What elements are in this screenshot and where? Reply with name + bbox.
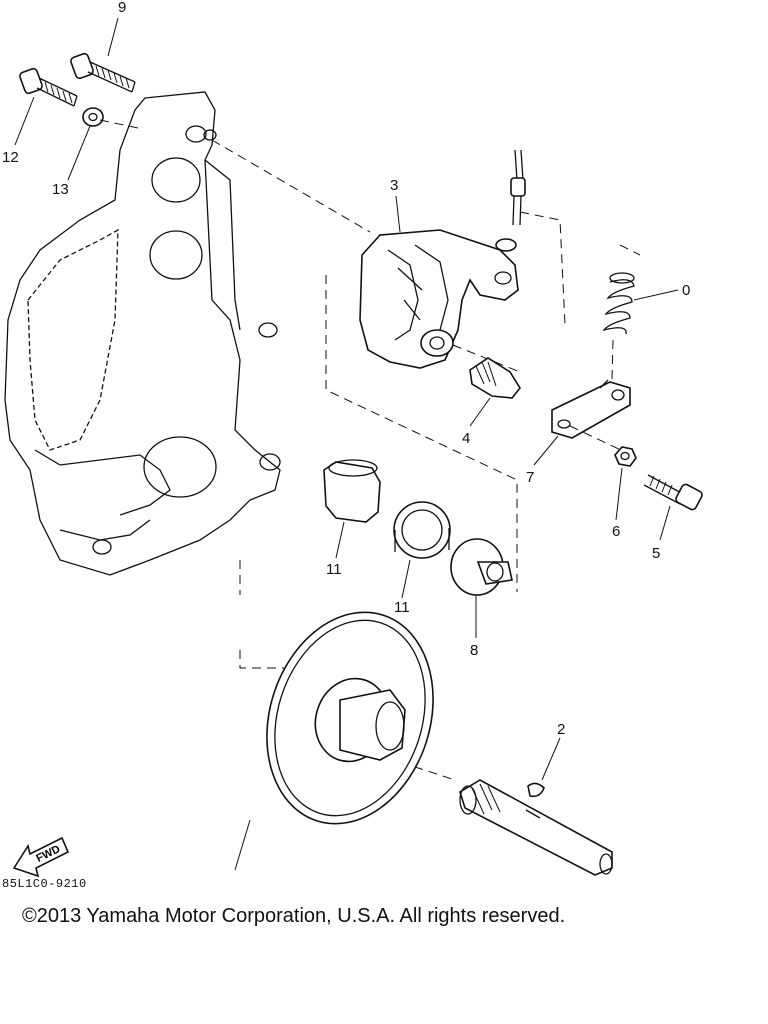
nut-6	[614, 446, 637, 467]
callout-2: 2	[557, 721, 565, 738]
parts-diagram: FWD 9 12 13 3 0 4 7 6 5 11 11 8 2	[2, 0, 703, 878]
dash-lever-nut	[569, 425, 626, 453]
ring-11b	[393, 501, 451, 559]
callout-11b: 11	[394, 599, 410, 616]
callouts: 9 12 13 3 0 4 7 6 5 11 11 8 2	[2, 0, 690, 738]
adjuster-4	[469, 357, 521, 399]
diagram-reference-code: 85L1C0-9210	[2, 877, 87, 891]
lever-plate-7	[551, 379, 631, 439]
callout-9: 9	[118, 0, 126, 16]
bolt-9	[70, 52, 136, 93]
dash-bolt-to-housing	[211, 139, 371, 233]
callout-8: 8	[470, 642, 478, 659]
callout-7: 7	[526, 469, 534, 486]
dash-shaft	[399, 761, 456, 781]
copyright-notice: ©2013 Yamaha Motor Corporation, U.S.A. A…	[22, 905, 566, 927]
callout-0: 0	[682, 282, 690, 299]
callout-13: 13	[52, 181, 69, 198]
dash-spring	[611, 244, 641, 381]
case-housing	[4, 91, 281, 576]
bushing-11a	[323, 459, 381, 523]
drive-sheave	[266, 611, 434, 825]
callout-12: 12	[2, 149, 19, 166]
caliper-bracket-3	[359, 229, 519, 369]
dash-left-sheave	[239, 560, 290, 669]
washer-13	[82, 107, 104, 127]
callout-6: 6	[612, 523, 620, 540]
callout-3: 3	[390, 177, 398, 194]
key-2	[527, 782, 545, 798]
flange-shaft-8	[450, 538, 513, 596]
cable-end	[495, 149, 526, 252]
leader-lines	[14, 17, 679, 871]
fwd-arrow-icon: FWD	[12, 836, 70, 878]
bolt-12	[19, 67, 78, 107]
dash-washer	[99, 119, 139, 129]
splined-shaft	[459, 779, 613, 876]
callout-4: 4	[462, 430, 470, 447]
dash-bracket-right	[519, 211, 566, 326]
dash-bracket-box	[325, 275, 518, 592]
bolt-5	[643, 474, 703, 511]
callout-11a: 11	[326, 561, 342, 578]
spring-0	[602, 272, 635, 335]
callout-5: 5	[652, 545, 660, 562]
